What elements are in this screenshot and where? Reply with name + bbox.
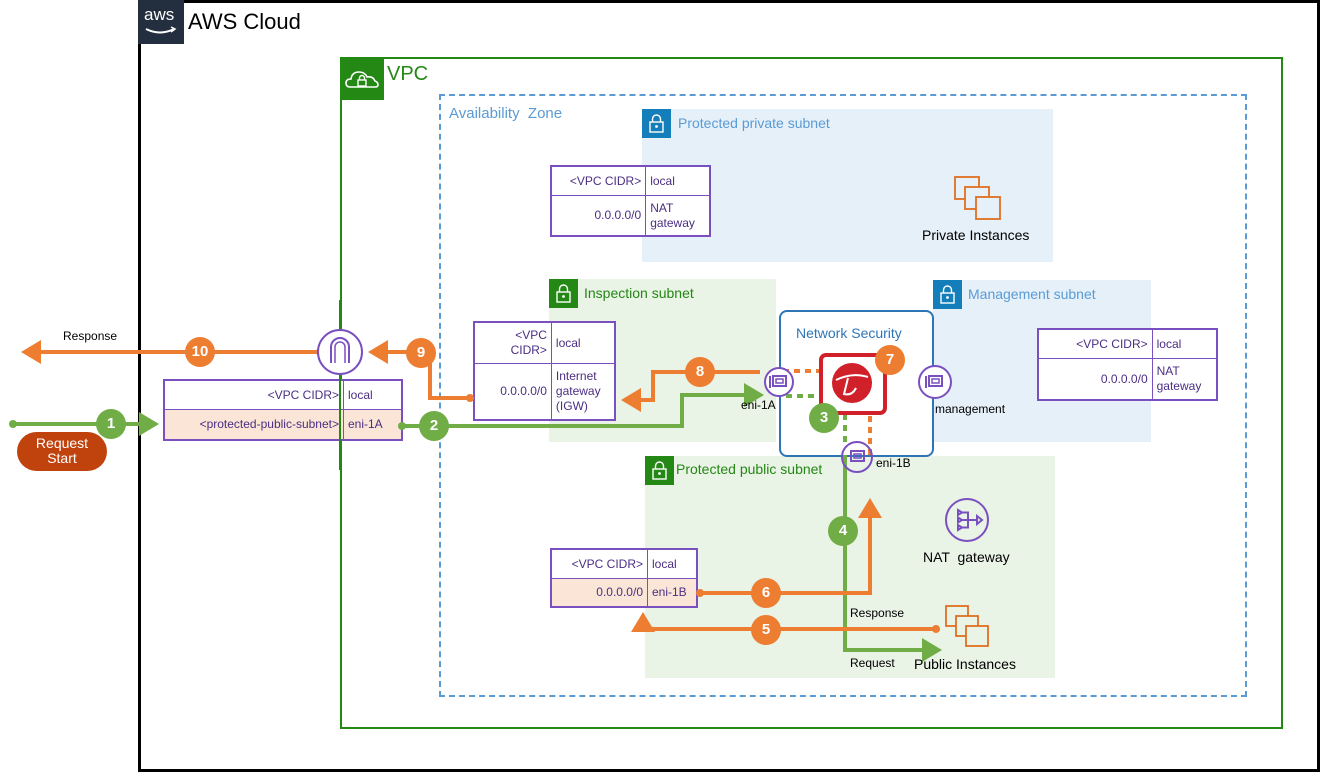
eni-management-icon: [918, 365, 952, 399]
aws-logo: aws: [138, 0, 184, 44]
firewall-appliance-icon: [819, 353, 887, 415]
request-path: [9, 383, 942, 662]
aws-logo-text: aws: [144, 5, 175, 24]
route-dest: 0.0.0.0/0: [551, 578, 648, 607]
management-subnet-lock-tile: [933, 280, 962, 309]
route-target: NAT gateway: [645, 195, 710, 236]
route-target: local: [1151, 329, 1218, 359]
availability-zone-group: [439, 94, 1247, 697]
eni-1b-icon: [841, 441, 873, 473]
route-target: NAT gateway: [1151, 358, 1218, 400]
inspection-subnet-lock-tile: [549, 279, 578, 308]
step-badge-9: 9: [406, 338, 436, 368]
route-dest: <VPC CIDR>: [1038, 329, 1153, 359]
availability-zone-title: Availability Zone: [449, 105, 563, 122]
request-start-label: Request Start: [35, 435, 89, 466]
step-badge-10: 10: [185, 337, 215, 367]
eni-1a-label: eni-1A: [741, 398, 776, 412]
step-badge-8: 8: [685, 357, 715, 387]
request-segment-2: [402, 383, 764, 428]
management-subnet-title: Management subnet: [968, 286, 1096, 302]
route-dest: <protected-public-subnet>: [164, 409, 344, 440]
step-badge-7: 7: [875, 345, 905, 375]
public-instances-label: Public Instances: [914, 656, 1016, 672]
step-badge-2: 2: [419, 411, 449, 441]
protected-public-subnet-title: Protected public subnet: [676, 461, 823, 477]
eni-management-label: management: [935, 402, 1006, 416]
nat-gateway-label: NAT gateway: [923, 549, 1010, 565]
aws-cloud-title: AWS Cloud: [188, 9, 301, 34]
route-target: Internet gateway (IGW): [550, 363, 616, 420]
network-security-title: Network Security: [796, 325, 902, 341]
lock-icon: [649, 114, 664, 133]
route-dest: 0.0.0.0/0: [550, 195, 647, 236]
vpc-icon-tile: [340, 57, 384, 100]
step-badge-3: 3: [809, 403, 839, 433]
inspection-subnet-title: Inspection subnet: [584, 285, 694, 301]
private-instances-label: Private Instances: [922, 227, 1030, 243]
request-start-button[interactable]: Request Start: [17, 432, 107, 471]
route-target: eni-1B: [647, 578, 697, 607]
response-segment-7: [786, 369, 872, 455]
request-public-label: Request: [850, 656, 895, 670]
lock-icon: [940, 285, 955, 304]
private-subnet-lock-tile: [642, 109, 671, 138]
route-dest: 0.0.0.0/0: [1038, 358, 1153, 400]
response-public-label: Response: [850, 606, 905, 620]
response-path: [21, 340, 940, 633]
route-target: local: [550, 322, 616, 364]
lock-icon: [652, 461, 667, 480]
aws-smile-icon: [145, 26, 177, 34]
route-dest: <VPC CIDR>: [550, 166, 647, 196]
private-instances-icon: [954, 176, 1001, 220]
step-badge-5: 5: [751, 615, 781, 645]
nat-gateway-icon: [945, 498, 989, 542]
step-badge-1: 1: [96, 409, 126, 439]
route-dest: <VPC CIDR>: [551, 549, 648, 579]
vpc-cloud-lock-icon: [345, 71, 379, 88]
route-target: eni-1A: [343, 409, 402, 440]
protected-private-subnet-title: Protected private subnet: [678, 115, 830, 131]
eni-1b-label: eni-1B: [876, 456, 911, 470]
route-dest: <VPC CIDR>: [164, 380, 344, 410]
response-segment-5: [631, 612, 936, 632]
route-table-edge: <VPC CIDR>local <protected-public-subnet…: [163, 379, 403, 441]
aws-cloud-group: [138, 0, 1320, 772]
eni-1a-icon: [764, 367, 794, 397]
response-segment-9: [368, 340, 470, 400]
step-badge-4: 4: [828, 516, 858, 546]
route-target: local: [645, 166, 710, 196]
vpc-title: VPC: [387, 63, 429, 85]
public-subnet-lock-tile: [645, 456, 674, 485]
public-instances-icon: [945, 605, 989, 647]
internet-gateway-icon: [317, 300, 363, 470]
step-badge-6: 6: [751, 578, 781, 608]
route-target: local: [343, 380, 402, 410]
lock-icon: [556, 284, 571, 303]
response-out-label: Response: [63, 329, 118, 343]
